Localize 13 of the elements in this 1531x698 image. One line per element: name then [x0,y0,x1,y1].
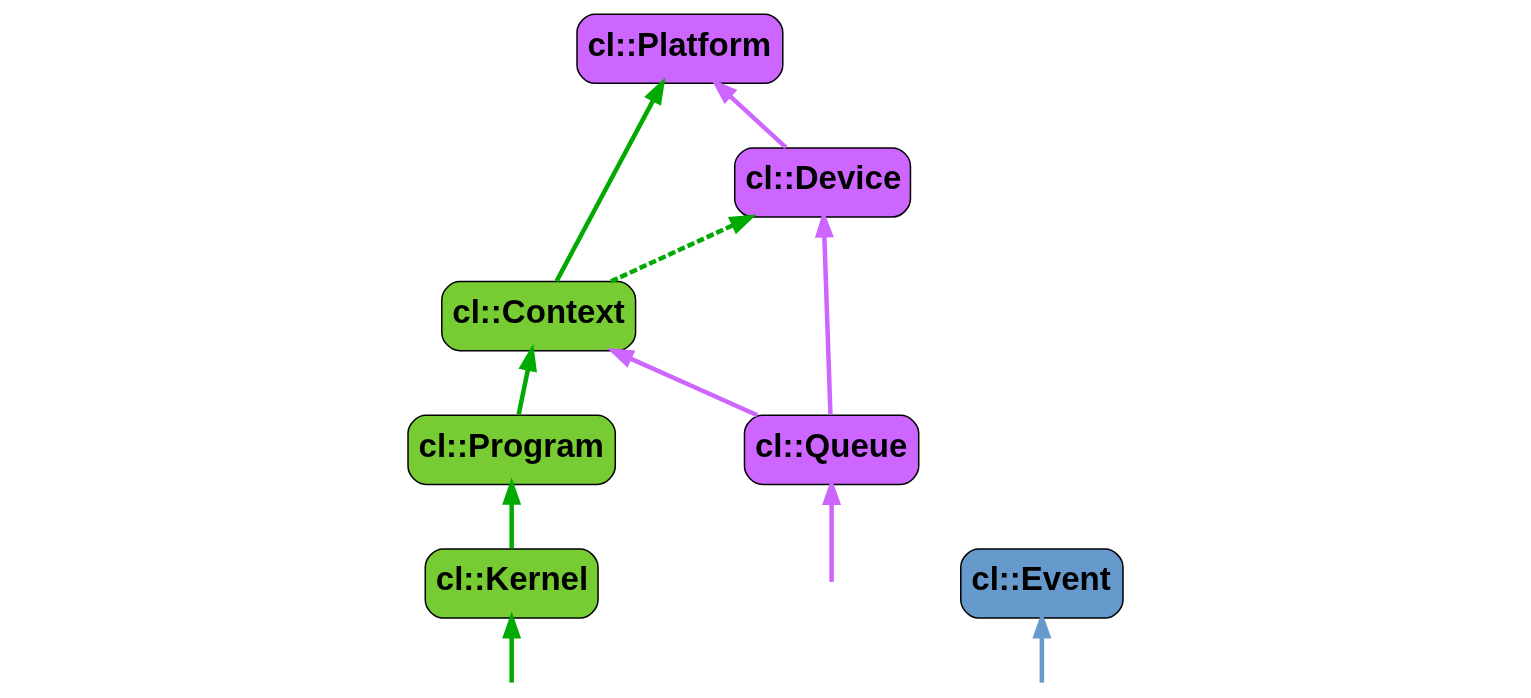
arrow [516,344,537,416]
node-box: cl::Platform [576,13,784,85]
arrow [502,611,522,683]
node-box: cl::Context [441,280,637,352]
node-box: cl::Program [407,414,617,486]
arrow [606,348,759,418]
arrow [610,214,757,284]
node-box: cl::Kernel [424,548,599,619]
node-box: cl::Device [733,147,912,218]
arrow [502,477,522,549]
arrow [554,77,666,283]
node-box: cl::Queue [743,414,920,486]
node-box: cl::Event [960,548,1124,619]
